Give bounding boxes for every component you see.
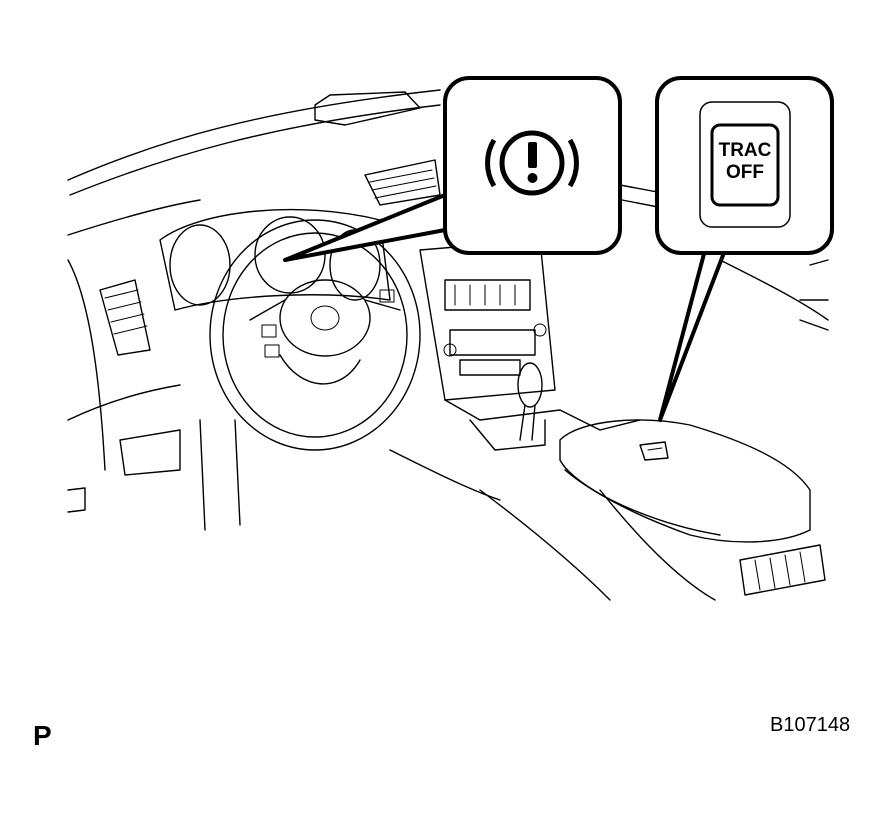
- brake-warning-callout: [283, 76, 622, 262]
- instrument-cluster: [159, 208, 391, 311]
- trac-off-label: TRAC OFF: [712, 140, 778, 184]
- figure-id: B107148: [770, 714, 851, 736]
- trac-off-label-line1: TRAC: [718, 140, 772, 161]
- corner-mark: P: [33, 720, 52, 751]
- left-vent: [67, 259, 181, 513]
- steering-wheel: [209, 219, 421, 451]
- center-console: [419, 239, 641, 451]
- trac-off-callout: [655, 76, 834, 422]
- brake-warning-icon: [485, 130, 579, 196]
- trac-off-label-line2: OFF: [726, 162, 764, 183]
- armrest: [199, 419, 826, 601]
